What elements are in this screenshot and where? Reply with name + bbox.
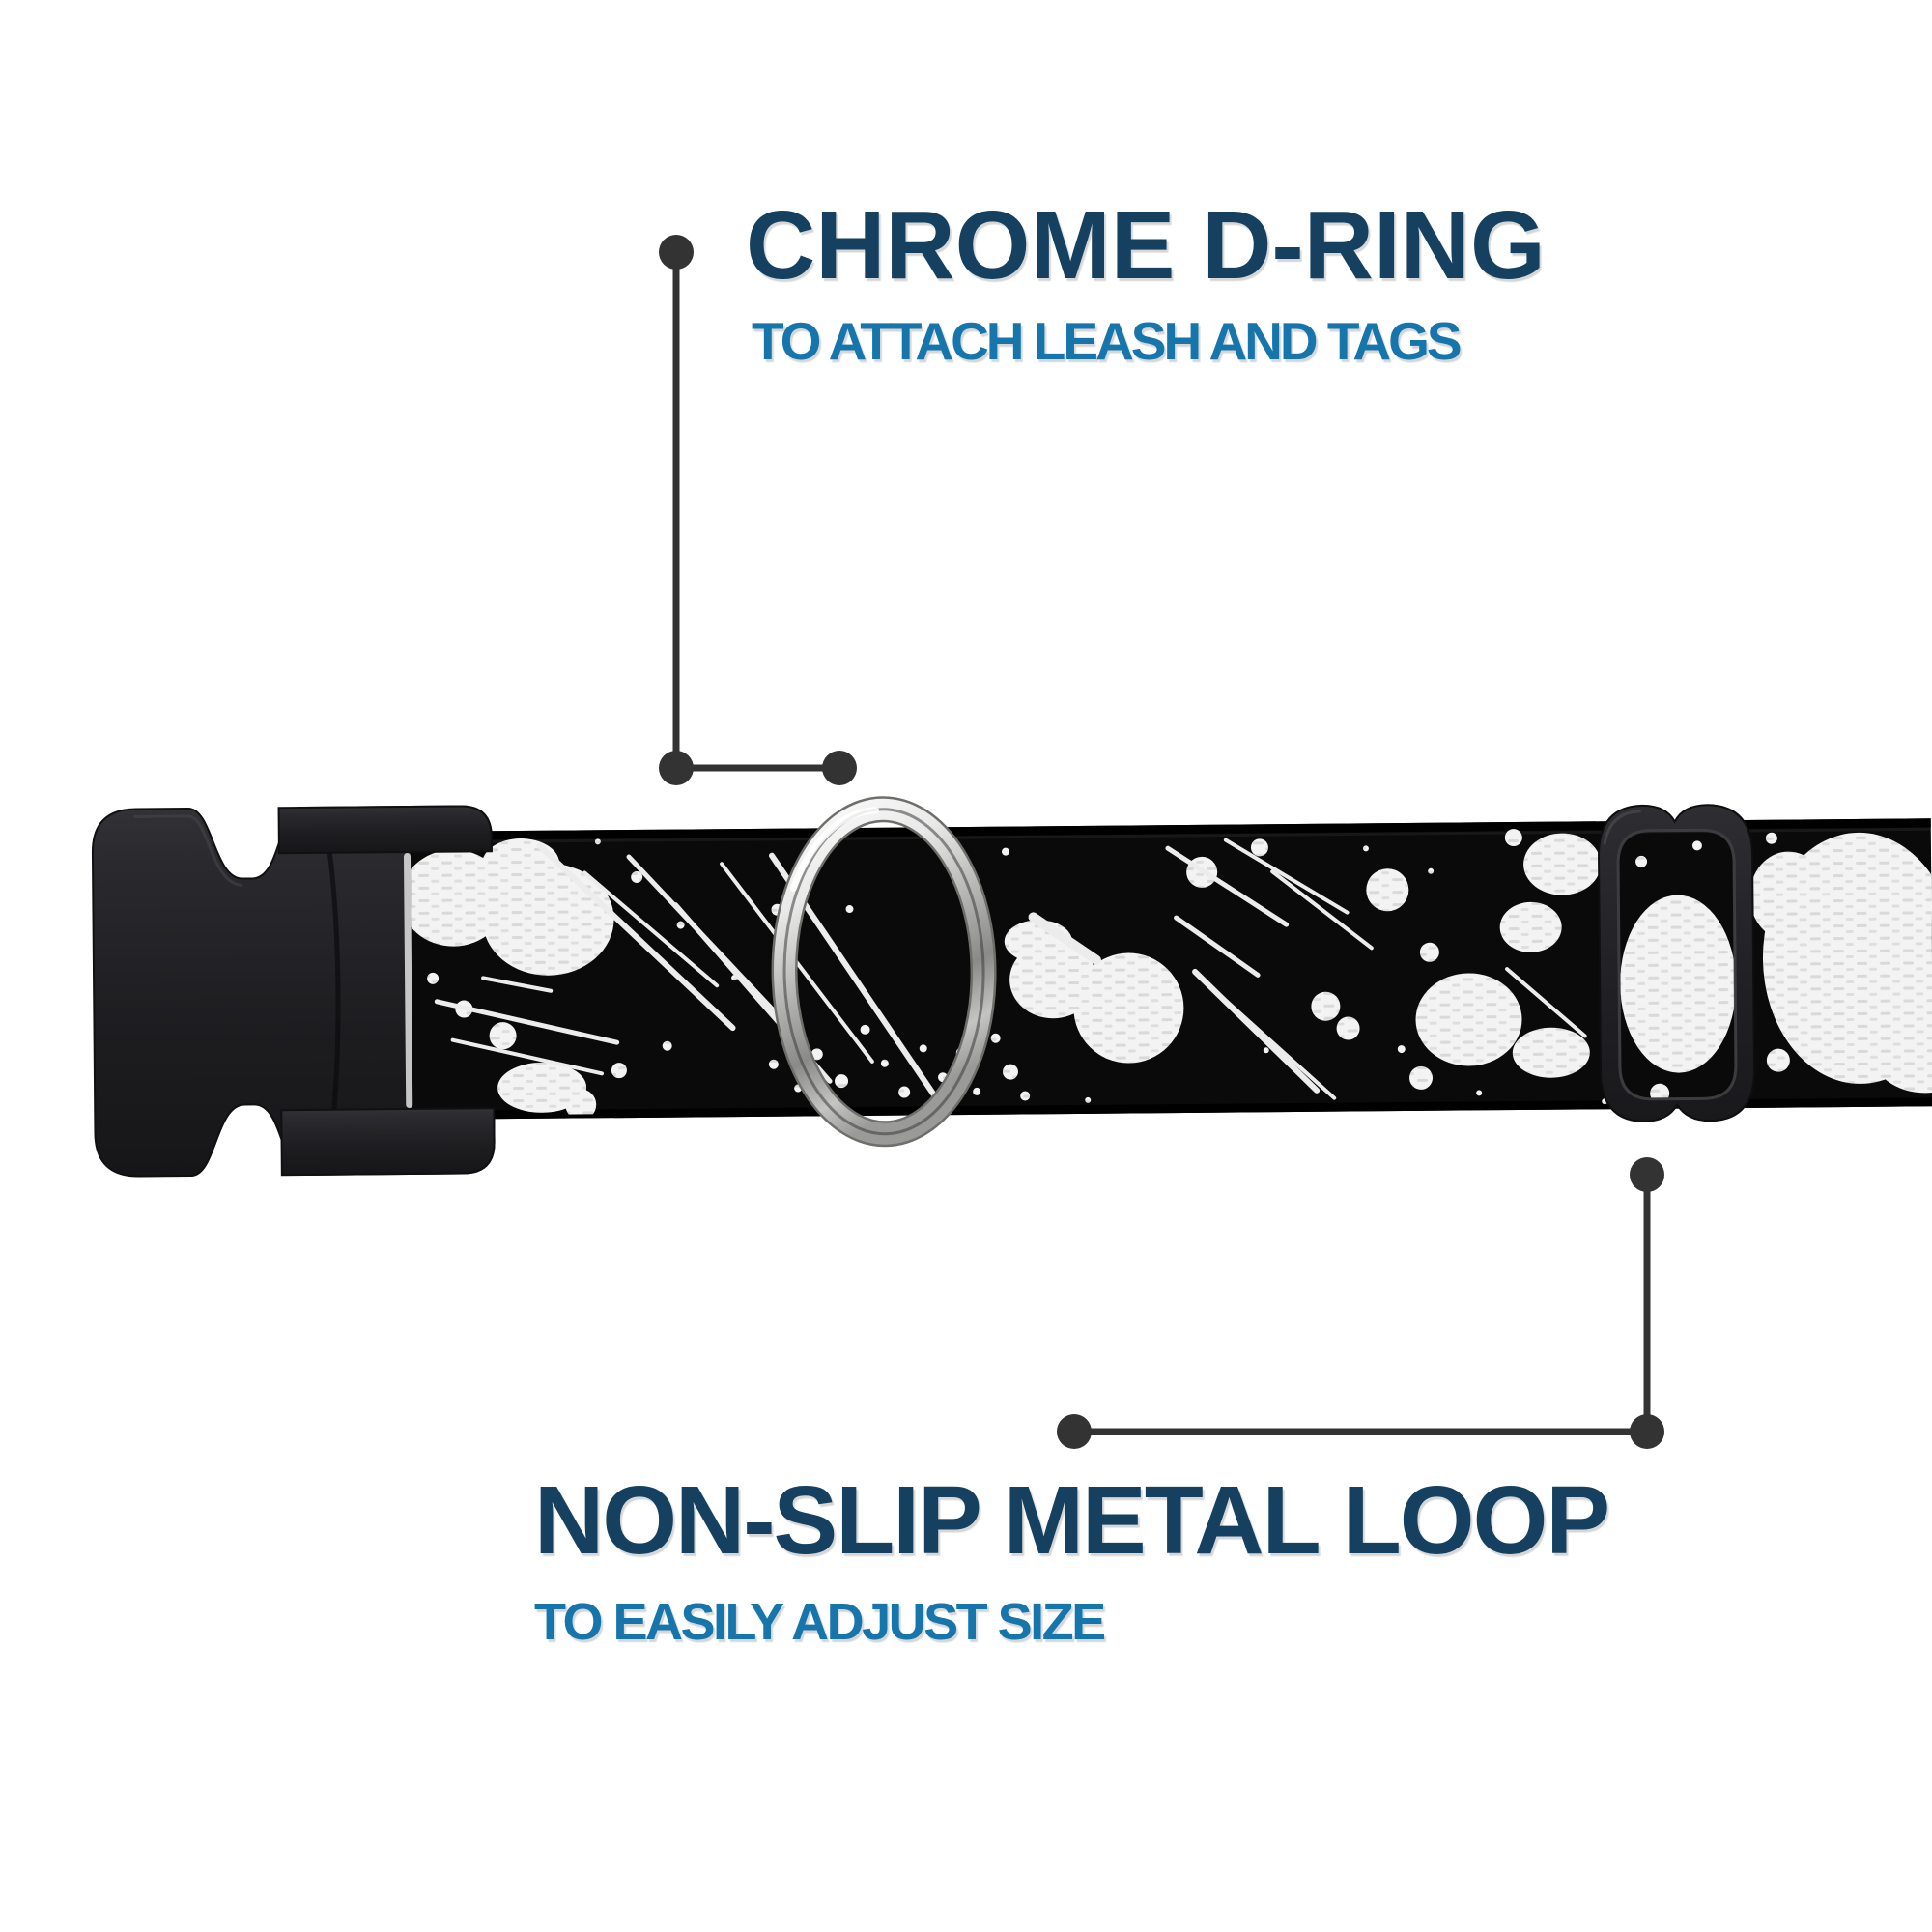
callout-non-slip-metal-loop	[1057, 1157, 1664, 1449]
collar	[91, 796, 1932, 1178]
buckle-frame-bottom-bar	[280, 1107, 496, 1177]
webbing-strap	[403, 818, 1932, 1121]
callout-chrome-d-ring	[659, 235, 857, 785]
d-ring-midline	[782, 808, 985, 1136]
callout-dot	[1057, 1414, 1092, 1449]
callout-2-title: NON-SLIP METAL LOOP	[534, 1466, 1608, 1575]
callout-dot	[1630, 1157, 1664, 1192]
buckle-highlight	[133, 814, 243, 888]
callout-dot	[659, 235, 694, 270]
buckle-frame	[277, 805, 496, 1177]
callout-dot	[659, 751, 694, 785]
webbing-top-edge	[410, 818, 1931, 841]
callout-1-subtitle: TO ATTACH LEASH AND TAGS	[752, 311, 1461, 371]
webbing-bottom-edge	[412, 1097, 1932, 1121]
metal-loop-slider	[1598, 804, 1755, 1122]
callout-dot	[822, 751, 857, 785]
slider-top-sheen	[1603, 810, 1641, 845]
d-ring	[771, 796, 997, 1148]
callout-2-subtitle: TO EASILY ADJUST SIZE	[534, 1593, 1104, 1651]
callout-dot	[1630, 1414, 1664, 1449]
buckle-slot-highlight	[403, 853, 413, 1109]
buckle-frame-top-bar	[277, 805, 493, 855]
slider-inner-highlight	[1616, 828, 1738, 1101]
d-ring-highlight	[789, 807, 880, 893]
callout-1-title: CHROME D-RING	[746, 191, 1546, 299]
